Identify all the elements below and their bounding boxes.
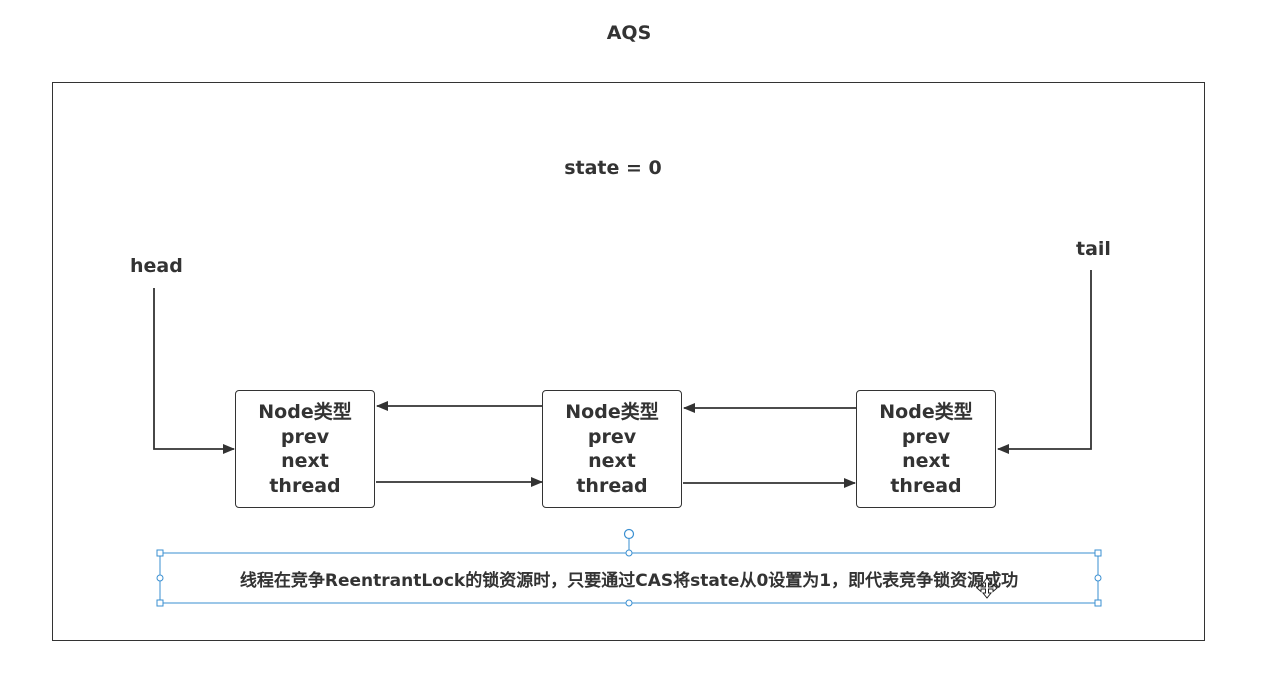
node-prev-field: prev: [587, 425, 637, 448]
tail-label: tail: [1076, 238, 1111, 260]
node-type-label: Node类型: [565, 401, 659, 423]
diagram-title: AQS: [606, 22, 652, 44]
node-next-field: next: [902, 450, 950, 472]
node-next-field: next: [281, 450, 329, 472]
head-label: head: [130, 255, 183, 277]
node-next-field: next: [588, 450, 636, 472]
node-prev-field: prev: [901, 425, 951, 448]
move-cursor-icon: [976, 577, 998, 599]
node-type-label: Node类型: [879, 401, 973, 423]
node-thread-field: thread: [576, 474, 648, 497]
node-box-2[interactable]: Node类型 prev next thread: [542, 390, 682, 508]
aqs-container: [52, 82, 1205, 641]
rotate-handle-icon: [623, 528, 635, 540]
node-thread-field: thread: [890, 474, 962, 497]
state-label: state = 0: [564, 157, 662, 179]
node-prev-field: prev: [280, 425, 330, 448]
node-type-label: Node类型: [258, 401, 352, 423]
caption-selection-handles[interactable]: [156, 528, 1102, 607]
caption-text: 线程在竞争ReentrantLock的锁资源时，只要通过CAS将state从0设…: [239, 570, 1019, 591]
node-box-1[interactable]: Node类型 prev next thread: [235, 390, 375, 508]
node-box-3[interactable]: Node类型 prev next thread: [856, 390, 996, 508]
head-pointer-arrow: [153, 288, 235, 454]
node-thread-field: thread: [269, 474, 341, 497]
tail-pointer-arrow: [997, 270, 1092, 454]
caption-text-box[interactable]: 线程在竞争ReentrantLock的锁资源时，只要通过CAS将state从0设…: [160, 553, 1098, 603]
